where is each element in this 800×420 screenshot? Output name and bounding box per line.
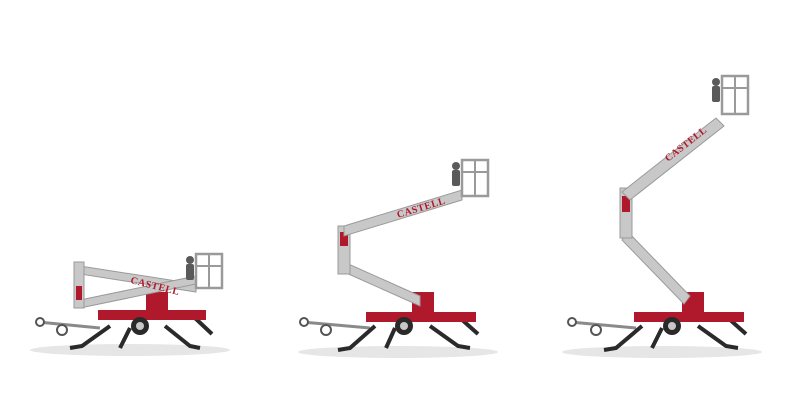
tow-hitch xyxy=(35,317,45,327)
lift-stowed: CASTELL xyxy=(30,252,230,356)
ground-shadow xyxy=(30,344,230,356)
jockey-wheel xyxy=(320,324,332,336)
tow-bar xyxy=(569,320,637,330)
brand-label: CASTELL xyxy=(663,125,709,165)
outrigger-rear-left xyxy=(696,324,739,350)
upper-boom xyxy=(621,117,725,201)
boom-pivot xyxy=(73,261,85,309)
outrigger-rear-left xyxy=(428,324,471,350)
chassis xyxy=(634,312,744,322)
outrigger-front-right xyxy=(118,327,132,349)
tow-hitch xyxy=(299,317,309,327)
tow-hitch xyxy=(567,317,577,327)
lower-boom xyxy=(343,261,421,307)
jockey-wheel xyxy=(56,324,68,336)
operator-figure xyxy=(452,162,460,186)
outrigger-front-right xyxy=(384,327,397,349)
lift-mid-extension: CASTELL xyxy=(298,158,498,358)
outrigger-front-left xyxy=(337,324,377,352)
brand-label: CASTELL xyxy=(396,196,447,221)
outrigger-front-left xyxy=(603,324,644,352)
lift-full-extension: CASTELL xyxy=(562,74,762,358)
operator-figure xyxy=(712,78,720,102)
tow-bar xyxy=(37,320,101,330)
wheel-hub xyxy=(136,322,144,330)
warning-stripe xyxy=(622,196,630,212)
wheel-hub xyxy=(400,322,408,330)
operator-figure xyxy=(186,256,194,280)
outrigger-rear-right xyxy=(193,316,214,336)
chassis xyxy=(98,310,206,320)
outrigger-rear-left xyxy=(163,324,201,350)
upper-boom xyxy=(343,189,463,237)
outrigger-front-left xyxy=(69,324,112,350)
turret xyxy=(146,292,168,314)
chassis xyxy=(366,312,476,322)
tow-bar xyxy=(301,320,371,330)
wheel-hub xyxy=(668,322,676,330)
outrigger-front-right xyxy=(650,327,664,349)
warning-stripe xyxy=(76,286,82,300)
jockey-wheel xyxy=(590,324,602,336)
lower-boom xyxy=(621,231,691,305)
warning-stripe xyxy=(340,232,348,246)
